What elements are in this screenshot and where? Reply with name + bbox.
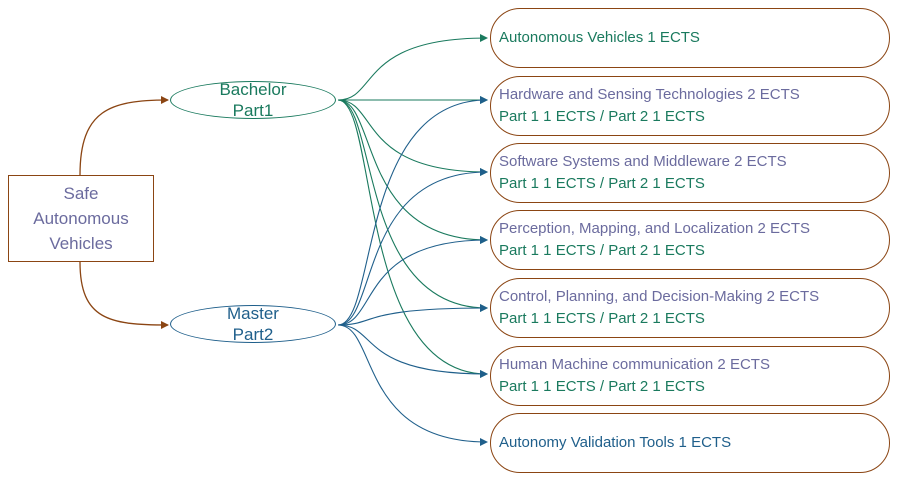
course-control-planning: Control, Planning, and Decision-Making 2… [490,278,890,338]
master-part: Part2 [232,325,274,344]
root-line-1: Safe [63,184,99,203]
bachelor-to-course-1-arrow [337,34,488,101]
master-to-course-3-arrow [337,168,488,326]
bachelor-to-course-5-arrow [337,99,488,312]
course-title: Software Systems and Middleware 2 ECTS [499,153,787,170]
course-software-middleware: Software Systems and Middleware 2 ECTS P… [490,143,890,203]
course-title: Autonomy Validation Tools 1 ECTS [499,434,732,451]
course-title: Autonomous Vehicles 1 ECTS [499,29,700,46]
bachelor-to-course-4-arrow [337,99,488,244]
root-line-2: Autonomous [33,209,129,228]
bachelor-to-course-6-arrow [337,99,488,378]
course-detail: Part 1 1 ECTS / Part 2 1 ECTS [499,175,705,192]
course-detail: Part 1 1 ECTS / Part 2 1 ECTS [499,108,705,125]
course-human-machine: Human Machine communication 2 ECTS Part … [490,346,890,406]
course-perception-mapping: Perception, Mapping, and Localization 2 … [490,210,890,270]
master-node: Master Part2 [170,304,336,344]
bachelor-to-course-3-arrow [337,99,488,176]
course-title: Perception, Mapping, and Localization 2 … [499,220,811,237]
root-to-bachelor-arrow [79,96,169,176]
root-node: Safe Autonomous Vehicles [8,175,154,262]
root-line-3: Vehicles [49,234,113,253]
course-detail: Part 1 1 ECTS / Part 2 1 ECTS [499,310,705,327]
course-detail: Part 1 1 ECTS / Part 2 1 ECTS [499,378,705,395]
master-to-course-6-arrow [337,324,488,378]
master-to-course-2-arrow [337,96,488,326]
master-to-course-4-arrow [337,236,488,326]
bachelor-label: Bachelor [219,80,287,99]
course-title: Control, Planning, and Decision-Making 2… [499,288,820,305]
root-to-master-arrow [79,261,169,329]
course-detail: Part 1 1 ECTS / Part 2 1 ECTS [499,242,705,259]
master-to-course-7-arrow [337,324,488,446]
course-hardware-sensing: Hardware and Sensing Technologies 2 ECTS… [490,76,890,136]
course-title: Hardware and Sensing Technologies 2 ECTS [499,86,800,103]
master-to-course-5-arrow [337,304,488,326]
bachelor-node: Bachelor Part1 [170,80,336,120]
course-validation-tools: Autonomy Validation Tools 1 ECTS [490,413,890,473]
course-title: Human Machine communication 2 ECTS [499,356,770,373]
course-autonomous-vehicles: Autonomous Vehicles 1 ECTS [490,8,890,68]
bachelor-part: Part1 [232,101,274,120]
master-label: Master [227,304,279,323]
